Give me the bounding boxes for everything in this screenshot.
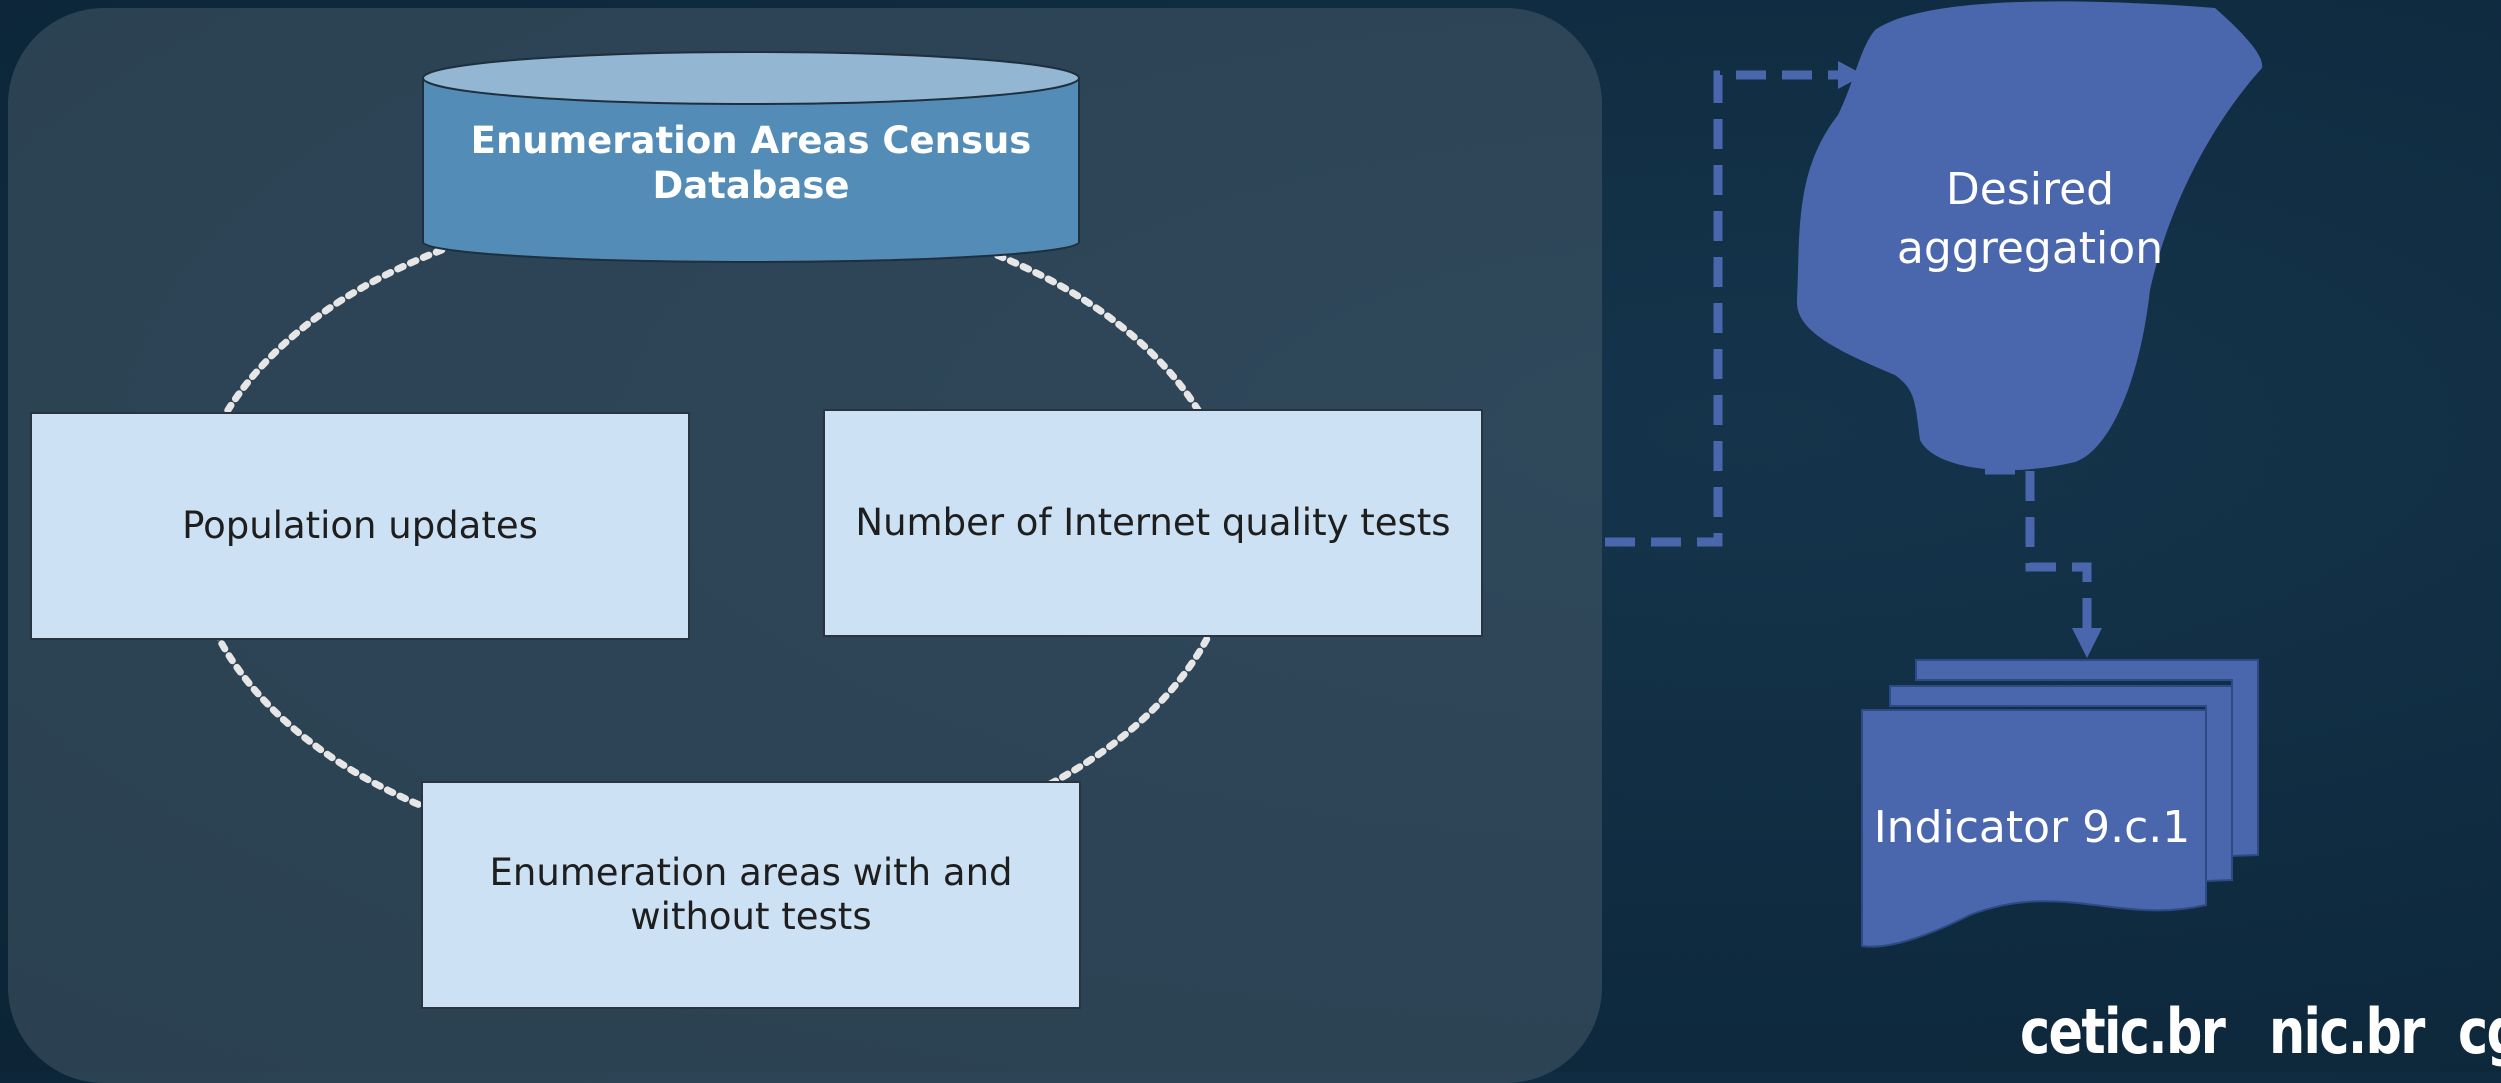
connector-to-indicator: [1985, 465, 2092, 628]
arrowhead-to-aggregation: [1838, 61, 1864, 89]
internet-tests-label: Number of Internet quality tests: [855, 501, 1451, 544]
database-cylinder-icon: [422, 51, 1080, 263]
cgi-logo[interactable]: cgi.br: [2457, 995, 2501, 1068]
enumeration-areas-label: Enumeration areas with and without tests: [489, 851, 1013, 938]
connector-to-aggregation: [1605, 70, 1838, 547]
cetic-logo[interactable]: cetic.br: [2020, 995, 2226, 1068]
internet-tests-box: Number of Internet quality tests: [823, 409, 1483, 637]
population-updates-label: Population updates: [182, 504, 538, 547]
aggregation-blob: [1796, 1, 2263, 471]
footer-logos: cetic.br nic.br cgi.br: [2020, 995, 2501, 1068]
indicator-label: Indicator 9.c.1: [1873, 802, 2191, 853]
population-updates-box: Population updates: [30, 412, 690, 640]
aggregation-label: Desired aggregation: [1896, 164, 2164, 274]
arrowhead-to-indicator: [2072, 628, 2102, 658]
nic-logo[interactable]: nic.br: [2268, 995, 2425, 1068]
indicator-document-stack-icon: [1861, 659, 2259, 948]
database-label: Enumeration Areas Census Database: [470, 119, 1032, 207]
enumeration-areas-box: Enumeration areas with and without tests: [421, 781, 1081, 1009]
